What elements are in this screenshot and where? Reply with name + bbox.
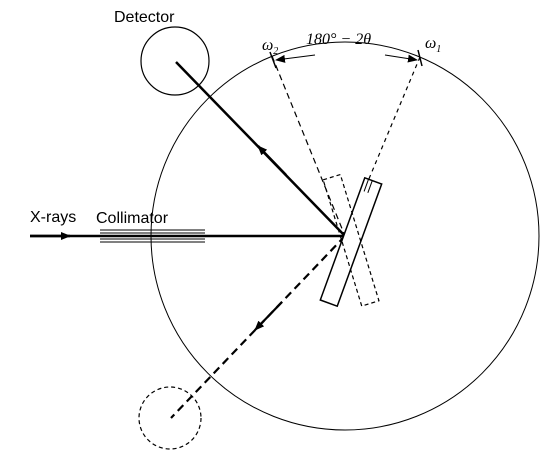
omega1-label: ω1 [425,35,441,55]
omega1-subscript: 1 [436,44,441,55]
crystal-sample-dashed [322,173,380,307]
omega1-tick [417,49,423,67]
collimator [100,229,205,243]
alternate-diffracted-beam [170,235,346,419]
omega2-tick [269,51,277,69]
alternate-beam-arrow [254,301,283,331]
omega2-subscript: 2 [273,46,278,57]
xrays-label: X-rays [30,209,76,226]
omega1-symbol: ω [425,35,436,52]
angle-arrow-right [384,54,418,63]
collimator-label: Collimator [96,210,169,227]
angle-arrow-left [275,54,316,63]
omega2-symbol: ω [262,37,273,54]
angle-expression-label: 180° − 2θ [306,31,371,48]
crystal-sample [319,176,383,308]
omega2-label: ω2 [262,37,278,57]
omega2-dashed-line [271,55,346,237]
diffracted-beam-arrow [257,145,287,176]
detector-dashed-circle [138,386,202,450]
detector-label: Detector [114,9,175,26]
